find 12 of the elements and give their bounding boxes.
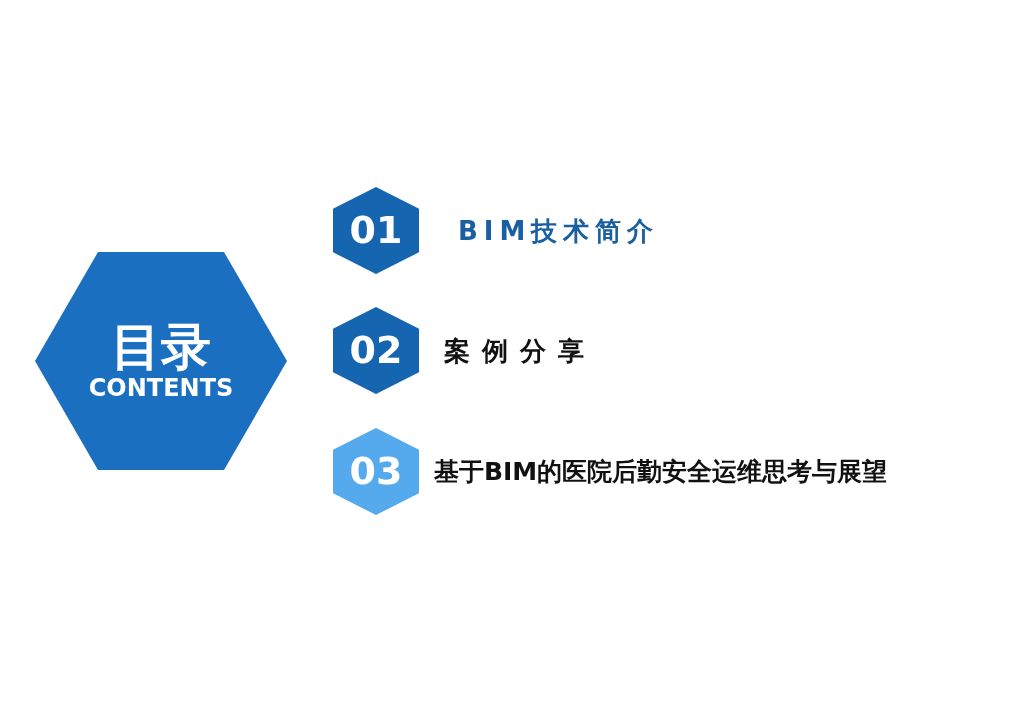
section-title: BIM技术简介 [458,214,660,248]
subtitle-text: CONTENTS [88,375,234,402]
hexagon-number-badge [333,428,419,515]
section-number: 03 [349,450,403,493]
section-title: 案例分享 [444,334,596,368]
hexagon-title-badge [35,252,287,470]
hexagon-number-badge [333,187,419,274]
title-heading: 目录 [111,320,211,376]
section-title: 基于BIM的医院后勤安全运维思考与展望 [434,456,888,489]
hexagon-number-badge [333,307,419,394]
section-number: 01 [349,209,403,252]
section-number: 02 [349,329,403,372]
